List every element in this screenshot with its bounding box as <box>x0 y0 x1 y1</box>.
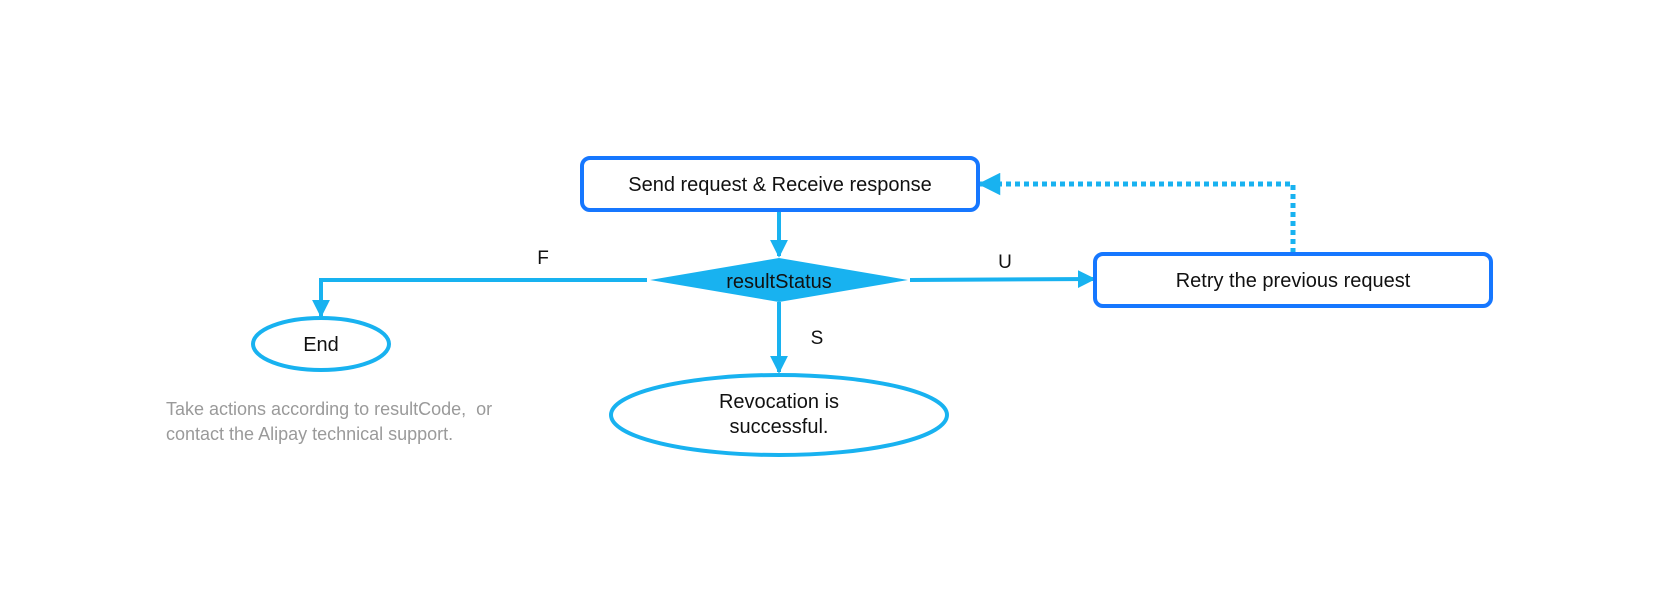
end-note: Take actions according to resultCode, or… <box>166 399 492 444</box>
end-node: End <box>251 316 391 372</box>
end-note-line2: contact the Alipay technical support. <box>166 424 453 444</box>
end-note-line1: Take actions according to resultCode, or <box>166 399 492 419</box>
arrow-decision-to-retry <box>909 270 1096 289</box>
end-label: End <box>303 334 339 356</box>
connectors <box>312 172 1296 374</box>
arrow-decision-to-end <box>312 278 647 318</box>
result-status-label: resultStatus <box>726 271 832 293</box>
success-node: Revocation is successful. <box>609 373 949 457</box>
send-request-node: Send request & Receive response <box>580 156 980 212</box>
success-label-line1: Revocation is <box>719 391 839 413</box>
send-request-label: Send request & Receive response <box>628 174 932 196</box>
result-status-decision: resultStatus <box>650 258 908 302</box>
edge-label-failure: F <box>537 248 549 269</box>
retry-node: Retry the previous request <box>1093 252 1493 308</box>
edge-label-unknown: U <box>998 252 1012 273</box>
edge-label-success: S <box>811 328 824 349</box>
retry-label: Retry the previous request <box>1176 270 1411 292</box>
success-label-line2: successful. <box>730 416 829 438</box>
arrow-retry-to-send <box>977 172 1296 253</box>
